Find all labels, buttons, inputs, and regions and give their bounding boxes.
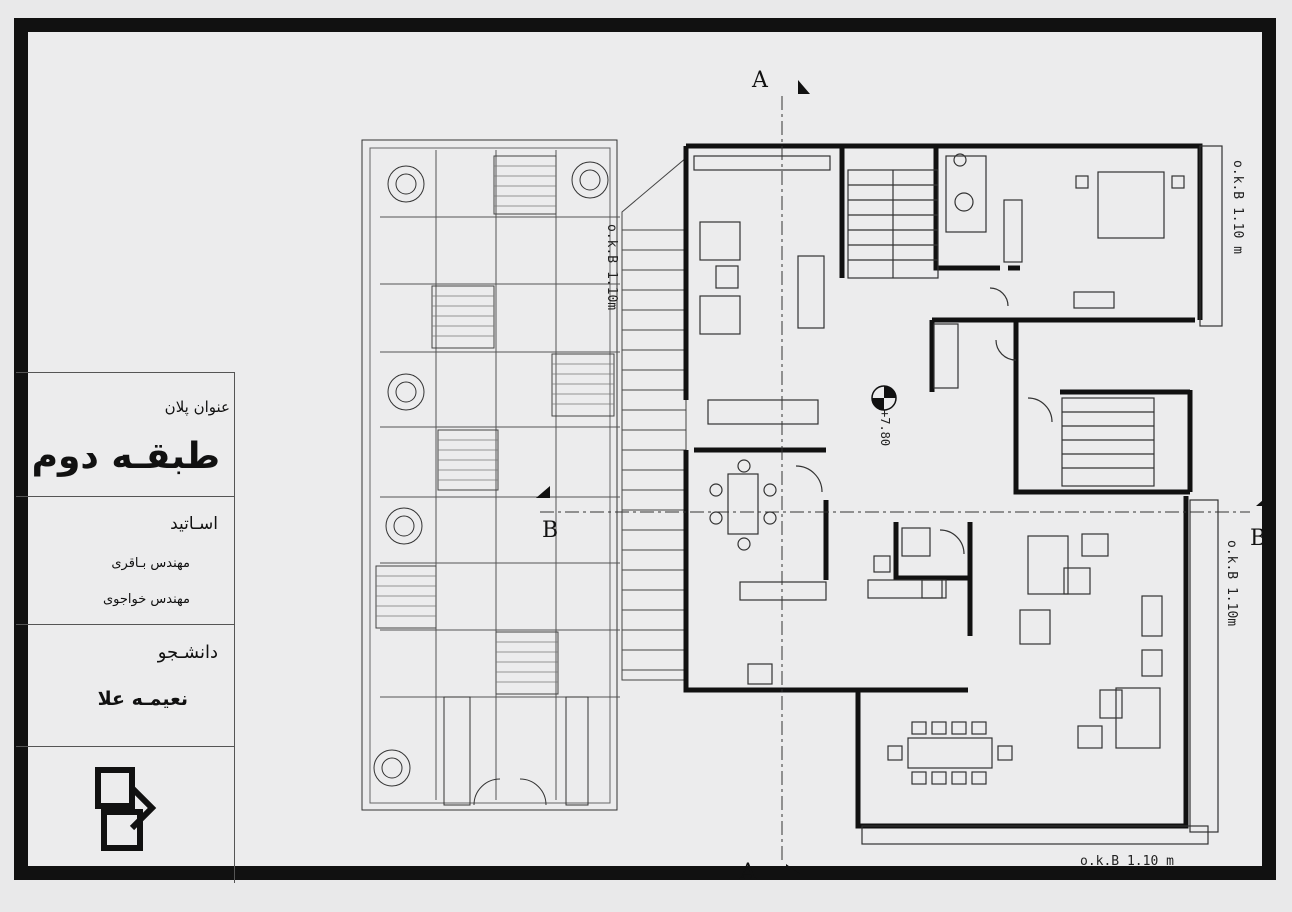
- parapet-note: o.k.B 1.10 m: [1080, 854, 1174, 869]
- terrace-outline: [361, 139, 618, 811]
- planter-beds: [375, 155, 615, 695]
- university-logo: [95, 767, 157, 851]
- dining-table: [727, 473, 759, 535]
- section-arrow-a-top: [798, 80, 810, 94]
- desk: [1073, 291, 1115, 309]
- section-arrow-a-bottom: [786, 864, 800, 874]
- main-stair: [847, 169, 939, 279]
- parapet-note: o.k.B 1.10 m: [1230, 160, 1245, 254]
- sofa-set: [1027, 535, 1069, 595]
- section-arrow-b-right: [1256, 494, 1270, 506]
- instructor-name: مهندس بـاقری: [111, 556, 190, 571]
- parapet-note: o.k.B 1.10m: [604, 224, 619, 311]
- parapet-note: o.k.B 1.10m: [1224, 540, 1239, 627]
- section-label-b: B: [1250, 526, 1267, 551]
- round-planters: [373, 161, 609, 787]
- plan-title: طبقـه دوم: [31, 436, 220, 477]
- divider: [16, 746, 234, 747]
- big-dining-table: [907, 737, 993, 769]
- secondary-stair: [1061, 397, 1155, 487]
- entrance-doors: [443, 696, 589, 806]
- title-block: [16, 372, 235, 883]
- paving-grid: [380, 150, 620, 800]
- bed: [1097, 171, 1165, 239]
- divider: [16, 624, 234, 625]
- student-name: نعیمـه علا: [97, 688, 188, 710]
- plan-title-label: عنوان پلان: [164, 398, 230, 416]
- terrace-ramp: [621, 156, 687, 681]
- elevation-value: +7.80: [878, 410, 892, 447]
- sheet-frame: [14, 18, 1276, 880]
- section-arrow-b-left: [536, 486, 550, 498]
- instructors-label: اسـاتید: [170, 514, 218, 534]
- student-label: دانشـجو: [157, 642, 218, 663]
- section-lines: [540, 96, 1250, 860]
- section-label-a: A: [740, 860, 756, 885]
- section-label-a: A: [752, 68, 768, 93]
- divider: [16, 496, 234, 497]
- elevation-marker: [871, 385, 897, 411]
- long-sofa: [707, 399, 819, 425]
- sofa: [797, 255, 825, 329]
- section-label-b: B: [542, 518, 559, 543]
- instructor-name: مهندس خواجوی: [103, 592, 190, 607]
